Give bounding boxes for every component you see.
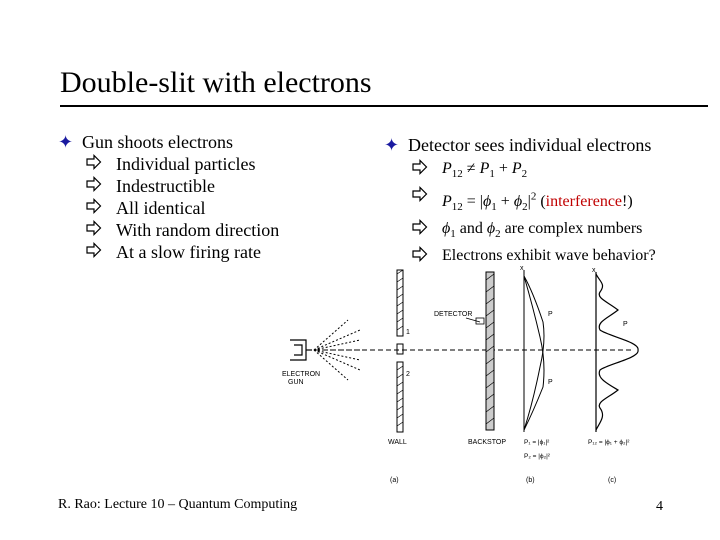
hollow-arrow-icon <box>86 154 102 170</box>
electron-label: ELECTRON <box>282 371 320 378</box>
slide-title: Double-slit with electrons <box>60 66 372 99</box>
backstop-formula: P₂ = |ϕ₂|² <box>524 453 551 460</box>
left-column: ✦ Gun shoots electrons Individual partic… <box>58 131 279 263</box>
equation-item: ϕ1 and ϕ2 are complex numbers <box>412 218 656 245</box>
caption-b: (b) <box>526 477 535 484</box>
hollow-arrow-icon <box>86 242 102 258</box>
right-bullet: ✦ Detector sees individual electrons <box>384 134 656 156</box>
diamond-star-icon: ✦ <box>384 135 400 155</box>
detector <box>465 317 485 325</box>
wall-label: WALL <box>388 439 407 446</box>
gun-label: GUN <box>288 379 304 386</box>
hollow-arrow-icon <box>86 220 102 236</box>
list-item-text: At a slow firing rate <box>116 242 261 262</box>
right-heading: Detector sees individual electrons <box>408 135 652 155</box>
list-item: Individual particles <box>86 153 279 175</box>
slit-2-label: 2 <box>406 371 410 378</box>
backstop-label: BACKSTOP <box>468 439 506 446</box>
hollow-arrow-icon <box>86 198 102 214</box>
panel-c-curve <box>595 272 639 432</box>
electron-gun <box>290 339 312 361</box>
equation-item: P12 ≠ P1 + P2 <box>412 158 656 185</box>
p1-label: P <box>548 311 553 318</box>
p2-label: P <box>548 379 553 386</box>
list-item: At a slow firing rate <box>86 241 279 263</box>
caption-a: (a) <box>390 477 399 484</box>
p12-label: P <box>623 321 628 328</box>
x-axis-label-c: x <box>592 267 596 274</box>
list-item-text: Individual particles <box>116 154 256 174</box>
list-item-text: Electrons exhibit wave behavior? <box>442 246 656 264</box>
panel-b-curves <box>523 270 545 432</box>
list-item-text: All identical <box>116 198 206 218</box>
backstop <box>485 271 495 431</box>
inequality-equation: P12 ≠ P1 + P2 <box>442 160 528 181</box>
list-item: All identical <box>86 197 279 219</box>
right-column: ✦ Detector sees individual electrons P12… <box>384 134 656 267</box>
list-item: Indestructible <box>86 175 279 197</box>
right-subitems: P12 ≠ P1 + P2 P12 = |ϕ1 + ϕ2|2 (interfer… <box>412 158 656 267</box>
hollow-arrow-icon <box>412 218 428 235</box>
equation-item: P12 = |ϕ1 + ϕ2|2 (interference!) <box>412 185 656 218</box>
caption-c: (c) <box>608 477 616 484</box>
left-subitems: Individual particles Indestructible All … <box>86 153 279 263</box>
left-heading: Gun shoots electrons <box>82 132 233 152</box>
list-item-text: With random direction <box>116 220 280 240</box>
detector-label: DETECTOR <box>434 311 472 318</box>
electron-spray <box>313 319 361 381</box>
hollow-arrow-icon <box>412 186 428 203</box>
x-axis-label-b: x <box>520 265 524 272</box>
backstop-formula: P₁ = |ϕ₁|² <box>524 439 550 446</box>
interference-formula: P₁₂ = |ϕ₁ + ϕ₂|² <box>588 439 630 446</box>
list-item: With random direction <box>86 219 279 241</box>
wall <box>396 269 404 433</box>
left-bullet: ✦ Gun shoots electrons <box>58 131 279 153</box>
list-item: Electrons exhibit wave behavior? <box>412 245 656 267</box>
hollow-arrow-icon <box>86 176 102 192</box>
page-number: 4 <box>656 499 663 514</box>
slit-1-label: 1 <box>406 329 410 336</box>
title-underline <box>60 105 708 107</box>
hollow-arrow-icon <box>412 159 428 175</box>
diamond-star-icon: ✦ <box>58 132 74 152</box>
complex-numbers-text: ϕ1 and ϕ2 are complex numbers <box>442 219 643 240</box>
footer-text: R. Rao: Lecture 10 – Quantum Computing <box>58 497 298 512</box>
interference-equation: P12 = |ϕ1 + ϕ2|2 (interference!) <box>442 190 633 213</box>
double-slit-diagram: DETECTOR 1 2 ELECTRON GUN WALL BACKSTOP … <box>282 265 639 484</box>
list-item-text: Indestructible <box>116 176 215 196</box>
hollow-arrow-icon <box>412 245 428 262</box>
